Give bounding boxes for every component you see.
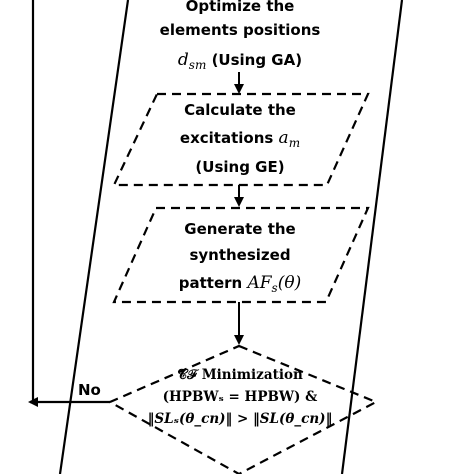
- generate-pattern-text: pattern: [178, 274, 248, 292]
- decision-line1: 𝒞ℱ Minimization: [177, 367, 303, 383]
- calculate-math-sub: m: [288, 136, 301, 150]
- calculate-line2: excitations am: [130, 126, 350, 155]
- generate-box-text: Generate the synthesized pattern AFs(θ): [130, 217, 350, 300]
- decision-text: 𝒞ℱ Minimization (HPBWₛ = HPBW) & ‖SLₛ(θ_…: [130, 364, 350, 430]
- calculate-line1: Calculate the: [184, 101, 296, 119]
- calculate-excitations-text: excitations: [179, 129, 279, 147]
- generate-pattern-box: [112, 206, 370, 304]
- optimize-box-text: Optimize the elements positions dsm (Usi…: [130, 0, 350, 77]
- calculate-box-text: Calculate the excitations am (Using GE): [130, 98, 350, 179]
- no-label: No: [78, 381, 101, 399]
- generate-math-af: AF: [247, 273, 272, 293]
- optimize-line3: dsm (Using GA): [130, 48, 350, 77]
- generate-math-arg: (θ): [277, 273, 302, 293]
- calculate-math-a: a: [278, 128, 289, 148]
- decision-line2: (HPBWₛ = HPBW) &: [162, 389, 318, 405]
- generate-line2: synthesized: [189, 246, 291, 264]
- optimize-line2: elements positions: [159, 21, 321, 39]
- generate-line3: pattern AFs(θ): [130, 271, 350, 300]
- calculate-excitations-box: [112, 92, 370, 187]
- calculate-line3: (Using GE): [195, 158, 285, 176]
- outer-right-edge: [340, 0, 404, 474]
- outer-left-edge: [58, 0, 130, 474]
- decision-diamond: [107, 344, 379, 474]
- optimize-using-ga: (Using GA): [206, 51, 303, 69]
- optimize-math-d: d: [177, 50, 189, 70]
- generate-math-sub: s: [271, 281, 278, 295]
- optimize-math-sub: sm: [188, 58, 207, 72]
- generate-line1: Generate the: [184, 220, 296, 238]
- optimize-line1: Optimize the: [185, 0, 295, 15]
- decision-line3: ‖SLₛ(θ_cn)‖ > ‖SL(θ_cn)‖: [147, 411, 333, 427]
